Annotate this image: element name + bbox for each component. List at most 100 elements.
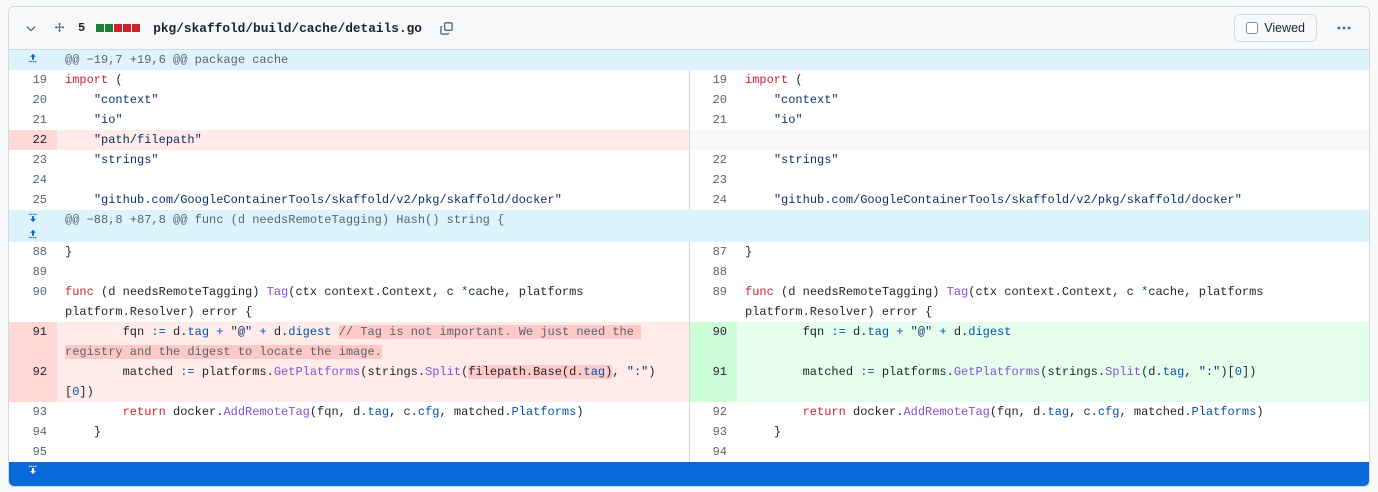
code-cell-right[interactable] — [737, 170, 1369, 190]
code-cell-left[interactable] — [57, 262, 690, 282]
line-number-left[interactable]: 22 — [9, 130, 57, 150]
diffstat-square-del — [132, 24, 141, 32]
line-number-right[interactable]: 22 — [689, 150, 737, 170]
viewed-checkbox[interactable] — [1246, 22, 1259, 34]
file-diff-card: 5 pkg/skaffold/build/cache/details.go Vi… — [8, 6, 1370, 487]
diff-row: 94 }93 } — [9, 422, 1369, 442]
line-number-left[interactable]: 24 — [9, 170, 57, 190]
hunk-expander-button[interactable] — [9, 210, 57, 242]
expand-icons[interactable] — [9, 210, 57, 242]
line-number-right[interactable]: 93 — [689, 422, 737, 442]
line-number-left[interactable]: 89 — [9, 262, 57, 282]
code-cell-right[interactable]: "io" — [737, 110, 1369, 130]
bottom-expander-button[interactable] — [9, 462, 57, 486]
diff-row: 93 return docker.AddRemoteTag(fqn, d.tag… — [9, 402, 1369, 422]
code-cell-left[interactable]: import ( — [57, 70, 690, 90]
code-cell-right[interactable]: "context" — [737, 90, 1369, 110]
line-number-right[interactable]: 24 — [689, 190, 737, 210]
line-number-right[interactable]: 91 — [689, 362, 737, 402]
diffstat-square-del — [114, 24, 123, 32]
kebab-horizontal-icon[interactable] — [1329, 14, 1359, 42]
code-cell-right[interactable] — [737, 442, 1369, 462]
line-number-left[interactable]: 92 — [9, 362, 57, 402]
code-cell-right[interactable]: func (d needsRemoteTagging) Tag(ctx cont… — [737, 282, 1369, 322]
line-number-left[interactable]: 25 — [9, 190, 57, 210]
code-cell-right[interactable]: } — [737, 422, 1369, 442]
code-cell-left[interactable]: return docker.AddRemoteTag(fqn, d.tag, c… — [57, 402, 690, 422]
expand-down-icon[interactable] — [9, 462, 57, 478]
hunk-header-label: @@ −19,7 +19,6 @@ package cache — [57, 50, 1369, 70]
code-cell-right[interactable]: } — [737, 242, 1369, 262]
line-number-right[interactable]: 92 — [689, 402, 737, 422]
line-number-left[interactable]: 23 — [9, 150, 57, 170]
line-number-left[interactable]: 94 — [9, 422, 57, 442]
diff-row: 89 88 — [9, 262, 1369, 282]
code-cell-left[interactable]: "io" — [57, 110, 690, 130]
code-cell-right[interactable] — [737, 130, 1369, 150]
copy-icon[interactable] — [436, 17, 458, 39]
diffstat-square-add — [96, 24, 105, 32]
line-number-right[interactable]: 87 — [689, 242, 737, 262]
code-cell-left[interactable] — [57, 170, 690, 190]
line-number-left[interactable]: 93 — [9, 402, 57, 422]
code-cell-right[interactable]: import ( — [737, 70, 1369, 90]
code-cell-right[interactable]: fqn := d.tag + "@" + d.digest — [737, 322, 1369, 362]
line-number-right[interactable]: 88 — [689, 262, 737, 282]
code-cell-right[interactable]: "strings" — [737, 150, 1369, 170]
chevron-down-icon[interactable] — [21, 18, 41, 38]
line-number-left[interactable]: 20 — [9, 90, 57, 110]
diff-row: 23 "strings"22 "strings" — [9, 150, 1369, 170]
hunk-header-row: @@ −88,8 +87,8 @@ func (d needsRemoteTag… — [9, 210, 1369, 242]
code-cell-left[interactable]: fqn := d.tag + "@" + d.digest // Tag is … — [57, 322, 690, 362]
line-number-right[interactable]: 23 — [689, 170, 737, 190]
code-cell-right[interactable] — [737, 262, 1369, 282]
line-number-left[interactable]: 88 — [9, 242, 57, 262]
line-number-right[interactable] — [689, 130, 737, 150]
code-cell-left[interactable]: matched := platforms.GetPlatforms(string… — [57, 362, 690, 402]
line-number-right[interactable]: 20 — [689, 90, 737, 110]
diff-row: 20 "context"20 "context" — [9, 90, 1369, 110]
code-cell-left[interactable]: } — [57, 422, 690, 442]
diff-row: 95 94 — [9, 442, 1369, 462]
expand-icons[interactable] — [9, 50, 57, 66]
code-cell-left[interactable]: "strings" — [57, 150, 690, 170]
code-cell-left[interactable] — [57, 442, 690, 462]
line-number-left[interactable]: 19 — [9, 70, 57, 90]
code-cell-left[interactable]: } — [57, 242, 690, 262]
diffstat-squares — [96, 24, 141, 32]
bottom-expander-bar[interactable] — [57, 462, 1369, 486]
code-cell-left[interactable]: func (d needsRemoteTagging) Tag(ctx cont… — [57, 282, 690, 322]
hunk-expander-button[interactable] — [9, 50, 57, 70]
code-cell-left[interactable]: "path/filepath" — [57, 130, 690, 150]
line-number-left[interactable]: 90 — [9, 282, 57, 322]
viewed-label: Viewed — [1264, 21, 1305, 35]
line-number-right[interactable]: 19 — [689, 70, 737, 90]
unfold-arrows-icon[interactable] — [49, 18, 69, 38]
file-path-label[interactable]: pkg/skaffold/build/cache/details.go — [153, 20, 422, 36]
line-number-left[interactable]: 21 — [9, 110, 57, 130]
diff-row: 25 "github.com/GoogleContainerTools/skaf… — [9, 190, 1369, 210]
hunk-header-label: @@ −88,8 +87,8 @@ func (d needsRemoteTag… — [57, 210, 1369, 242]
line-number-right[interactable]: 90 — [689, 322, 737, 362]
line-number-right[interactable]: 89 — [689, 282, 737, 322]
code-cell-right[interactable]: "github.com/GoogleContainerTools/skaffol… — [737, 190, 1369, 210]
hunk-header-row: @@ −19,7 +19,6 @@ package cache — [9, 50, 1369, 70]
line-number-left[interactable]: 95 — [9, 442, 57, 462]
diff-row: 24 23 — [9, 170, 1369, 190]
code-cell-right[interactable]: return docker.AddRemoteTag(fqn, d.tag, c… — [737, 402, 1369, 422]
line-number-right[interactable]: 21 — [689, 110, 737, 130]
viewed-toggle[interactable]: Viewed — [1234, 14, 1317, 42]
file-diff-header: 5 pkg/skaffold/build/cache/details.go Vi… — [9, 7, 1369, 50]
code-cell-left[interactable]: "github.com/GoogleContainerTools/skaffol… — [57, 190, 690, 210]
line-number-right[interactable]: 94 — [689, 442, 737, 462]
code-cell-left[interactable]: "context" — [57, 90, 690, 110]
line-number-left[interactable]: 91 — [9, 322, 57, 362]
diff-row: 92 matched := platforms.GetPlatforms(str… — [9, 362, 1369, 402]
code-cell-right[interactable]: matched := platforms.GetPlatforms(string… — [737, 362, 1369, 402]
bottom-expander-row[interactable] — [9, 462, 1369, 486]
